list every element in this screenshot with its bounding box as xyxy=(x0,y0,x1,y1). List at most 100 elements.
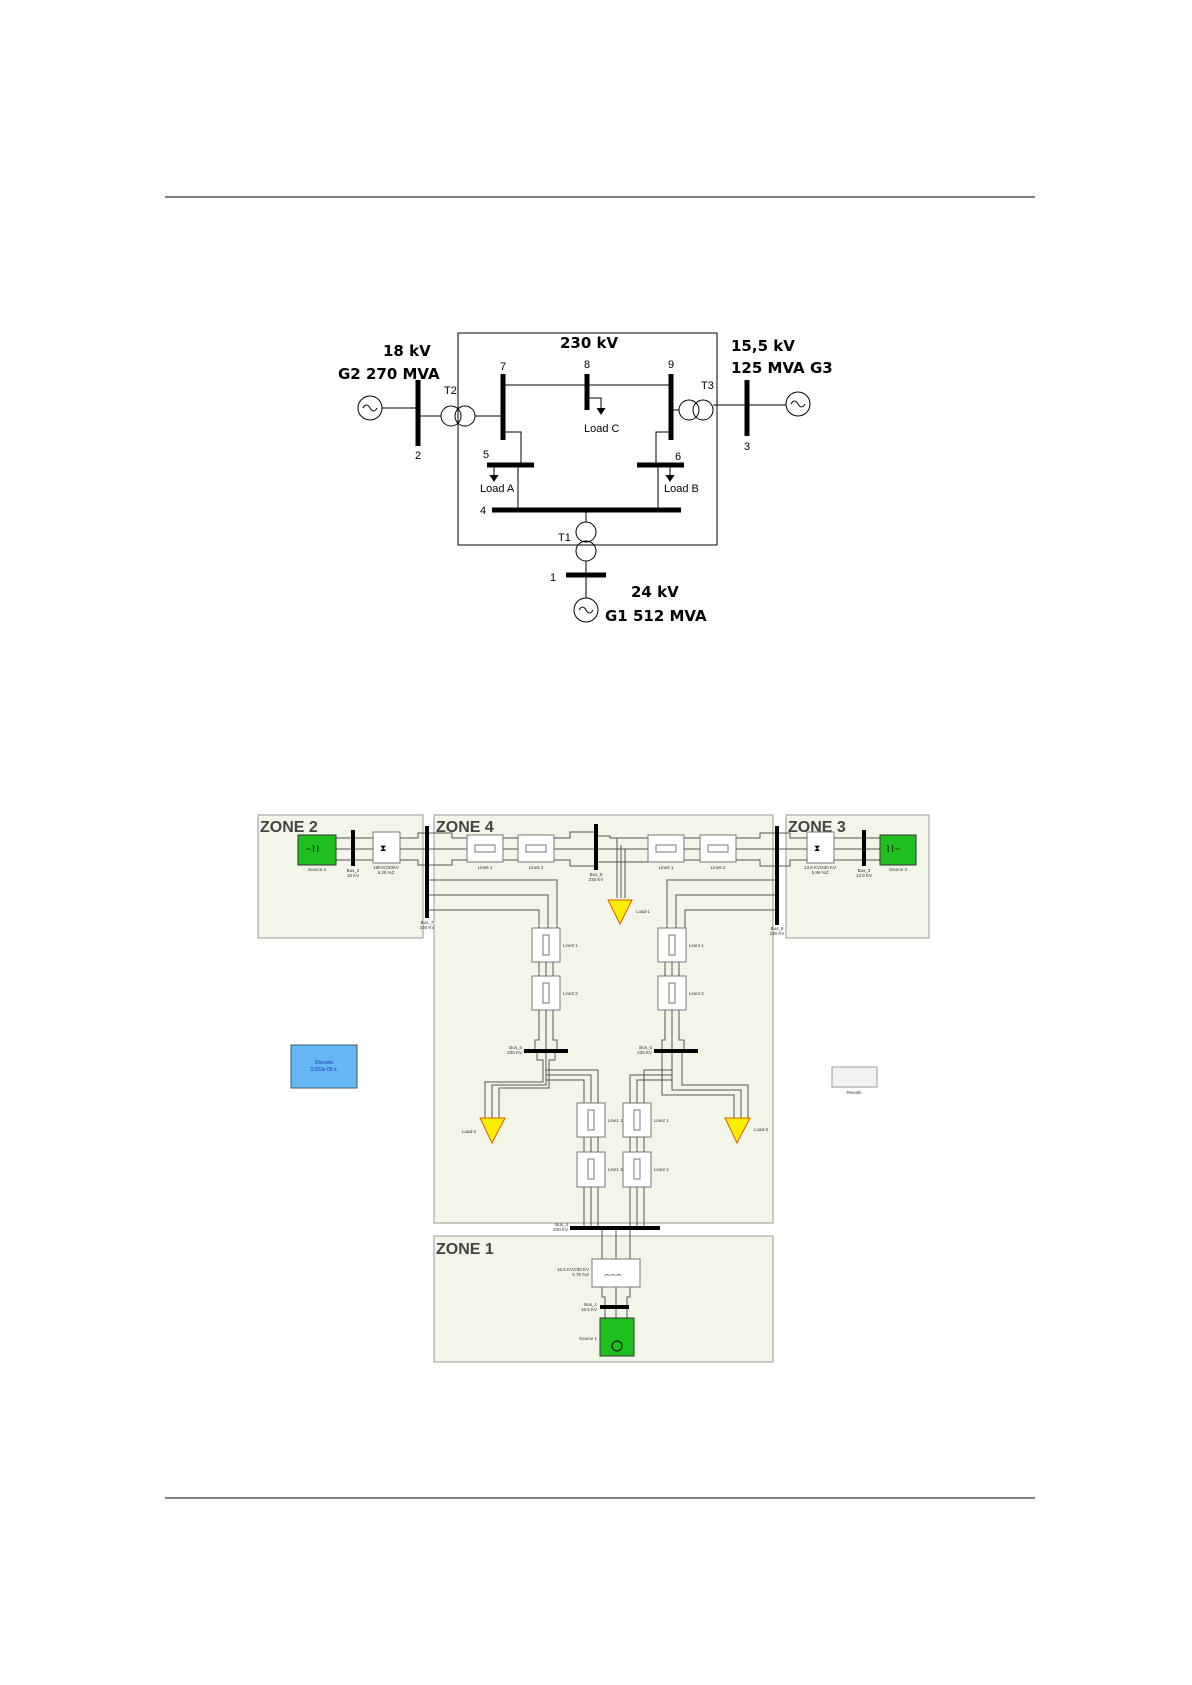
powergui-block[interactable] xyxy=(290,1044,358,1089)
transformer-icon: ⧗ xyxy=(814,843,820,853)
load-b-label: Load B xyxy=(664,483,699,495)
g3-mva-label: 125 MVA xyxy=(731,359,805,377)
transformer-t1-icon xyxy=(575,521,597,543)
load-b-arrow-icon xyxy=(665,474,675,482)
svg-text:230 KV: 230 KV xyxy=(507,1050,522,1055)
bus-4-label: 4 xyxy=(480,505,486,517)
t1-label: T1 xyxy=(558,532,571,544)
230kv-area-box xyxy=(457,332,718,546)
bus-1-label: 1 xyxy=(550,572,556,584)
transformer-zone3-block[interactable] xyxy=(806,831,835,864)
svg-text:Bus_1: Bus_1 xyxy=(584,1302,597,1307)
load-3-block[interactable] xyxy=(724,1117,751,1145)
simulink-model: ZONE 2 ZONE 4 ZONE 3 ZONE 1 xyxy=(257,814,930,1363)
t3-label: T3 xyxy=(701,380,714,392)
svg-text:Load-3: Load-3 xyxy=(754,1127,769,1132)
one-line-labels: 230 kV 18 kV G2 270 MVA 15,5 kV 125 MVA … xyxy=(338,334,833,625)
transformer-zone1-block[interactable] xyxy=(591,1258,641,1288)
bus-7-label: 7 xyxy=(500,361,506,373)
transformer-icon: ⧗ xyxy=(380,843,386,853)
transformer-icon: ⌢⌢⌢ xyxy=(604,1269,622,1279)
powergui-mode: Discrete xyxy=(315,1060,334,1066)
transformer-t2-icon xyxy=(440,405,462,427)
svg-text:Bus_2: Bus_2 xyxy=(347,868,360,873)
svg-text:Line6 1: Line6 1 xyxy=(659,865,674,870)
transformer-zone2-block[interactable] xyxy=(372,831,401,864)
svg-text:18KV/230KV: 18KV/230KV xyxy=(373,865,399,870)
load-2-block[interactable] xyxy=(479,1117,506,1145)
voltage-label-230kv: 230 kV xyxy=(560,334,619,352)
line5-1-block[interactable] xyxy=(466,834,504,863)
svg-text:230 KV: 230 KV xyxy=(770,931,785,936)
transformer-t3-icon xyxy=(678,399,700,421)
one-line-diagram xyxy=(357,332,811,623)
zone-1-title: ZONE 1 xyxy=(436,1241,494,1258)
pi-icon xyxy=(525,844,547,853)
g3-name-label: G3 xyxy=(810,359,833,377)
g3-kv-label: 15,5 kV xyxy=(731,337,795,355)
svg-text:230 KV: 230 KV xyxy=(553,1227,568,1232)
svg-text:Source 1: Source 1 xyxy=(579,1336,598,1341)
svg-text:5.76 %Z: 5.76 %Z xyxy=(572,1272,589,1277)
source-3-block[interactable] xyxy=(879,834,917,866)
svg-text:Line4 2: Line4 2 xyxy=(689,991,704,996)
svg-text:13.8 KV: 13.8 KV xyxy=(856,873,872,878)
block-labels: Source 2 Source 3 Source 1 Bus_2 18 KV B… xyxy=(308,865,908,1341)
svg-text:16.5 KV/230 KV: 16.5 KV/230 KV xyxy=(557,1267,589,1272)
pi-icon xyxy=(655,844,677,853)
svg-text:Bus_4: Bus_4 xyxy=(555,1222,568,1227)
svg-text:Line6 2: Line6 2 xyxy=(711,865,726,870)
source-1-block[interactable] xyxy=(599,1317,635,1357)
zone-4-title: ZONE 4 xyxy=(436,819,494,836)
pi-icon xyxy=(707,844,729,853)
load-c-arrow-icon xyxy=(596,407,606,415)
source-1-icon xyxy=(611,1340,623,1352)
simulink-buses xyxy=(351,824,866,1309)
g2-kv-label: 18 kV xyxy=(383,342,431,360)
load-1-block[interactable] xyxy=(607,899,633,926)
svg-text:Bus_7: Bus_7 xyxy=(421,920,434,925)
svg-text:Bus_8: Bus_8 xyxy=(590,872,603,877)
svg-text:Line2 1: Line2 1 xyxy=(654,1118,669,1123)
source-2-block[interactable] xyxy=(297,834,337,866)
svg-text:Source 2: Source 2 xyxy=(308,867,327,872)
svg-text:16.5 KV: 16.5 KV xyxy=(581,1307,597,1312)
generator-g3-icon xyxy=(785,391,811,417)
svg-text:Bus_6: Bus_6 xyxy=(639,1045,652,1050)
generator-g1-icon xyxy=(573,597,599,623)
svg-text:Line2 2: Line2 2 xyxy=(654,1167,669,1172)
results-label: Results xyxy=(846,1090,862,1095)
svg-text:6.25 %Z: 6.25 %Z xyxy=(378,870,395,875)
svg-text:Line5 2: Line5 2 xyxy=(529,865,544,870)
bus-2-label: 2 xyxy=(415,450,421,462)
sine-icon xyxy=(362,404,378,412)
zone-2-title: ZONE 2 xyxy=(260,819,318,836)
svg-text:Line5 1: Line5 1 xyxy=(478,865,493,870)
g1-kv-label: 24 kV xyxy=(631,583,679,601)
source-3-icon: ⌇⌇~ xyxy=(886,844,900,854)
bus-5-label: 5 xyxy=(483,449,489,461)
svg-text:18 KV: 18 KV xyxy=(347,873,359,878)
bus-8-label: 8 xyxy=(584,359,590,371)
svg-text:Bus_9: Bus_9 xyxy=(771,926,784,931)
svg-text:Source 3: Source 3 xyxy=(889,867,908,872)
svg-text:Line3 1: Line3 1 xyxy=(563,943,578,948)
results-block[interactable] xyxy=(831,1066,878,1088)
load-a-arrow-icon xyxy=(489,474,499,482)
bus-9-label: 9 xyxy=(668,359,674,371)
bus-6-label: 6 xyxy=(675,451,681,463)
source-2-icon: ~⌇⌇ xyxy=(306,844,320,854)
svg-text:230 KV: 230 KV xyxy=(420,925,435,930)
svg-text:230 KV: 230 KV xyxy=(637,1050,652,1055)
g1-label: G1 512 MVA xyxy=(605,607,707,625)
svg-text:Line4 1: Line4 1 xyxy=(689,943,704,948)
svg-text:13.8 KV/230 KV: 13.8 KV/230 KV xyxy=(804,865,836,870)
bus-3-label: 3 xyxy=(744,441,750,453)
svg-text:Bus_5: Bus_5 xyxy=(509,1045,522,1050)
powergui-sample-time: 3.333e-05 s. xyxy=(310,1067,338,1073)
svg-text:Line3 2: Line3 2 xyxy=(563,991,578,996)
svg-text:Load-1: Load-1 xyxy=(636,909,651,914)
line-blocks xyxy=(466,834,737,1188)
svg-text:Line1 2: Line1 2 xyxy=(608,1167,623,1172)
